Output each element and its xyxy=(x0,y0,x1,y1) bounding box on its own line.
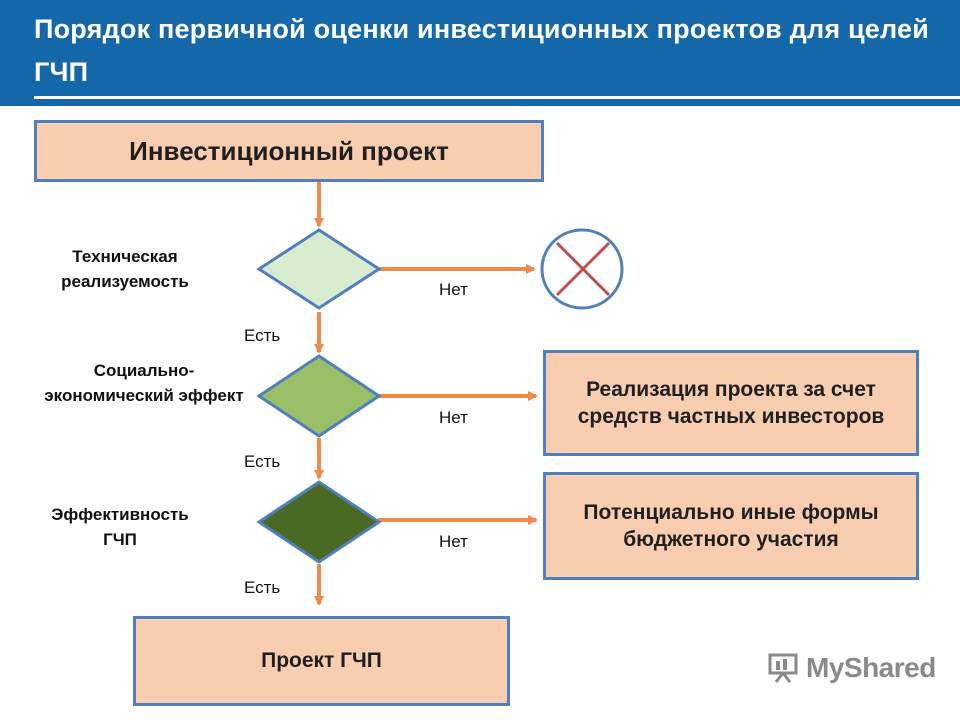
outcome-budget-forms: Потенциально иные формы бюджетного участ… xyxy=(543,472,919,580)
outcome-private-investors: Реализация проекта за счет средств частн… xyxy=(543,350,919,456)
decision-technical xyxy=(256,228,382,310)
title-underline xyxy=(34,96,960,99)
answer-no-efficiency: Нет xyxy=(439,532,468,551)
watermark-text: MyShared xyxy=(806,652,936,683)
start-node: Инвестиционный проект xyxy=(34,120,544,182)
outcome-private-investors-label: Реализация проекта за счет средств частн… xyxy=(577,378,885,428)
presentation-icon xyxy=(768,653,798,683)
header-bar: Порядок первичной оценки инвестиционных … xyxy=(0,0,960,106)
criterion-label-technical: Техническая реализуемость xyxy=(61,247,189,291)
answer-no-social: Нет xyxy=(439,408,468,427)
page-title: Порядок первичной оценки инвестиционных … xyxy=(34,14,930,87)
decision-efficiency xyxy=(256,480,382,564)
start-node-label: Инвестиционный проект xyxy=(129,135,449,166)
outcome-budget-forms-label: Потенциально иные формы бюджетного участ… xyxy=(583,501,879,551)
reject-icon xyxy=(540,228,624,310)
answer-no-technical: Нет xyxy=(439,280,468,299)
answer-yes-technical: Есть xyxy=(244,326,281,345)
criterion-label-efficiency: Эффективность ГЧП xyxy=(51,505,189,549)
answer-yes-efficiency: Есть xyxy=(244,578,281,597)
criterion-label-social: Социально-экономический эффект xyxy=(44,361,244,405)
outcome-ppp-project: Проект ГЧП xyxy=(133,616,510,706)
decision-social xyxy=(256,354,382,438)
watermark-logo: MyShared xyxy=(768,652,936,684)
outcome-ppp-project-label: Проект ГЧП xyxy=(261,649,382,672)
answer-yes-social: Есть xyxy=(244,452,281,471)
